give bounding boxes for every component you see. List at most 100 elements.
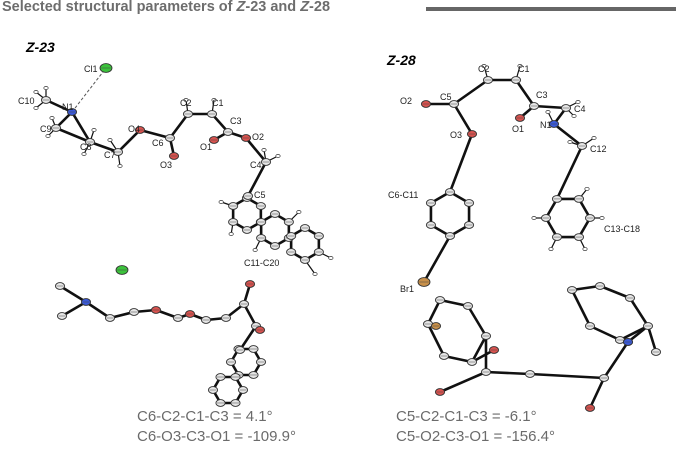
header-connector: and xyxy=(266,0,301,15)
z23b-carbon xyxy=(238,300,250,308)
z23-ring-b-carbon xyxy=(269,242,281,250)
atom-label-z23-o4: O4 xyxy=(128,124,140,134)
bond-o3-c6 xyxy=(448,132,474,194)
z28b-ring-a-carbon xyxy=(480,332,492,340)
atom-label-z23-c3: C3 xyxy=(230,116,242,126)
caption-left-torsion-1: C6-C2-C1-C3 = 4.1° xyxy=(137,408,273,425)
atom-z23-c10 xyxy=(40,96,52,104)
atom-z28-c2 xyxy=(482,76,494,84)
z23b-carbon xyxy=(220,314,232,322)
hydrogen-bond-layer xyxy=(71,67,107,113)
header-title-prefix: Selected structural parameters of xyxy=(2,0,237,15)
atom-label-z28-br1: Br1 xyxy=(400,284,414,294)
header-compound-b: Z xyxy=(300,0,310,15)
z23-ring-hydrogen xyxy=(228,232,234,236)
bond-c1-c3 xyxy=(514,78,536,108)
z28-bromophenyl-ring-carbon xyxy=(464,199,475,207)
z23b-oxygen xyxy=(254,326,266,334)
atom-z23-o4 xyxy=(134,126,146,134)
atom-label-z23-o3: O3 xyxy=(160,160,172,170)
atom-z28-c1 xyxy=(510,76,522,84)
z28-hydrogen xyxy=(567,140,573,144)
atom-label-z28-c4: C4 xyxy=(574,104,586,114)
atom-z28b-br xyxy=(430,322,442,330)
z28b-nitrogen xyxy=(622,338,634,346)
atom-z28-br1 xyxy=(417,277,431,287)
z28b-oxygen xyxy=(434,388,446,396)
z28-bromophenyl-ring-carbon xyxy=(464,221,475,229)
atom-z28-o2 xyxy=(420,100,432,108)
atom-z28-n1 xyxy=(548,120,560,128)
atom-z28-c4 xyxy=(560,104,572,112)
z23-ring-a-carbon xyxy=(255,202,266,210)
atom-z23-n1 xyxy=(66,108,78,116)
z23-ring-c-carbon xyxy=(313,232,324,240)
z28b-oxygen xyxy=(584,404,596,412)
bond-c3-c4 xyxy=(532,104,568,110)
z28b-bond xyxy=(646,324,658,354)
z23b-ring-a-carbon xyxy=(248,345,259,353)
figure-header: Selected structural parameters of Z-23 a… xyxy=(0,0,678,18)
z28b-carbon xyxy=(598,374,610,382)
atom-label-z23-c11-c20: C11-C20 xyxy=(244,258,279,268)
header-rule xyxy=(426,7,676,11)
atom-label-z28-c6-c11: C6-C11 xyxy=(388,190,418,200)
z28b-ring-b-carbon xyxy=(642,322,654,330)
bond-o2-c4 xyxy=(244,136,268,164)
atom-z28-o1 xyxy=(514,114,526,122)
z23-ring-hydrogen xyxy=(296,210,302,214)
caption-right-torsion-1: C5-C2-C1-C3 = -6.1° xyxy=(396,408,537,425)
z23-ring-b-carbon xyxy=(269,210,281,218)
z23b-bond xyxy=(242,302,258,328)
atom-label-z28-c5: C5 xyxy=(440,92,452,102)
z23-ring-a-carbon xyxy=(228,202,239,210)
caption-left-torsion-2: C6-O3-C3-O1 = -109.9° xyxy=(137,428,296,445)
z23-vinyl-hydrogen xyxy=(211,98,217,102)
z28b-ring-a-carbon xyxy=(438,352,450,360)
z23b-bond xyxy=(58,284,88,304)
atom-z23-c5 xyxy=(242,192,254,200)
z23b-ring-a-carbon xyxy=(225,358,237,366)
z28b-ring-b-carbon xyxy=(624,294,636,302)
bond-c6-c2 xyxy=(168,112,190,140)
atom-z23-c2 xyxy=(182,110,194,118)
z23b-ring-b-carbon xyxy=(215,373,226,381)
z28b-ring-a-bond xyxy=(470,334,488,364)
bond-c-br1 xyxy=(422,234,452,284)
atom-z28-c12 xyxy=(576,142,588,150)
z28-ring-hydrogen xyxy=(599,216,605,220)
z28-benzyl-ring-carbon xyxy=(573,233,585,241)
z28b-ring-b-carbon xyxy=(594,282,606,290)
caption-right-torsion-2: C5-O2-C3-O1 = -156.4° xyxy=(396,428,555,445)
z23-hydrogen xyxy=(91,128,97,132)
z28b-bond xyxy=(528,372,606,380)
z23b-carbon xyxy=(104,314,116,322)
z28-hydrogen xyxy=(575,100,581,104)
hydrogen-bond-n1-cl1 xyxy=(71,67,107,113)
atom-label-z23-c2: C2 xyxy=(180,98,192,108)
z23b-oxygen xyxy=(150,306,162,314)
atom-z23-o3 xyxy=(168,152,180,160)
z28-hydrogen xyxy=(545,110,551,114)
atom-label-z23-o1: O1 xyxy=(200,142,212,152)
atom-label-z28-n1: N1 xyxy=(540,120,552,130)
z23b-bond xyxy=(238,324,258,352)
z23b-ring-a-carbon xyxy=(255,358,267,366)
z28b-ring-a-bond xyxy=(466,304,488,338)
header-title: Selected structural parameters of Z-23 a… xyxy=(2,0,330,15)
atom-label-z23-c9: C9 xyxy=(40,124,52,134)
z23b-oxygen xyxy=(184,310,196,318)
z28b-carbon xyxy=(480,368,492,376)
atom-label-z28-c1: C1 xyxy=(518,64,530,74)
bond-c5-o3 xyxy=(452,102,474,136)
z28b-bond xyxy=(438,370,488,394)
z28-benzyl-ring-carbon xyxy=(551,195,563,203)
z23b-ring-b-carbon xyxy=(230,373,241,381)
panel-label-z28: Z-28 xyxy=(386,52,416,68)
z28-benzyl-ring-carbon xyxy=(573,195,585,203)
z28-bromophenyl-ring-carbon xyxy=(425,199,436,207)
z23b-carbon xyxy=(234,346,246,354)
z28-ring-hydrogen xyxy=(582,247,588,252)
z23-ring-hydrogen xyxy=(218,200,224,204)
z28b-ring-a-bond xyxy=(426,322,446,358)
